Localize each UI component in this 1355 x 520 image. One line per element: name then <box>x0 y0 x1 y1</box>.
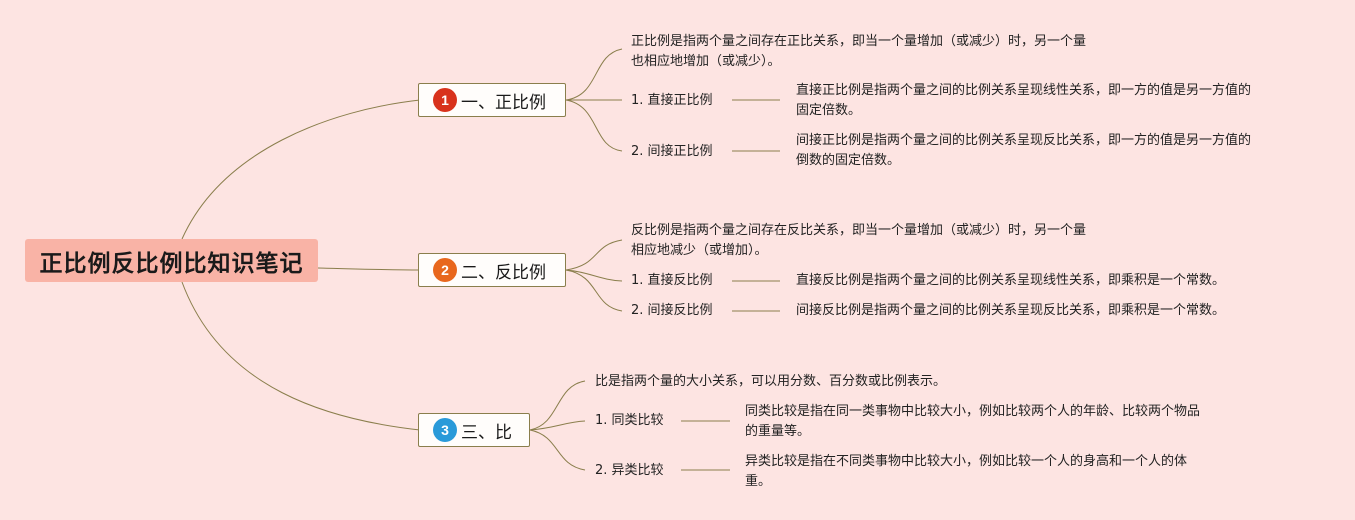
branch-1-item-2-description: 间接正比例是指两个量之间的比例关系呈现反比关系，即一方的值是另一方值的 倒数的固… <box>796 131 1251 171</box>
branch-2[interactable]: 2 二、反比例 <box>418 253 566 287</box>
description-line: 的重量等。 <box>745 424 811 439</box>
description-line: 重。 <box>745 474 772 489</box>
branch-1[interactable]: 1 一、正比例 <box>418 83 566 117</box>
description-line: 间接反比例是指两个量之间的比例关系呈现反比关系，即乘积是一个常数。 <box>796 303 1226 318</box>
number-2-badge: 2 <box>433 258 457 282</box>
branch-2-item-2-description: 间接反比例是指两个量之间的比例关系呈现反比关系，即乘积是一个常数。 <box>796 301 1225 321</box>
branch-1-title: 一、正比例 <box>461 92 546 113</box>
definition-line: 相应地减少（或增加）。 <box>631 243 768 258</box>
branch-3-title: 三、比 <box>461 422 512 443</box>
definition-line: 反比例是指两个量之间存在反比关系，即当一个量增加（或减少）时，另一个量 <box>631 223 1087 238</box>
description-line: 直接正比例是指两个量之间的比例关系呈现线性关系，即一方的值是另一方值的 <box>796 83 1252 98</box>
description-line: 同类比较是指在同一类事物中比较大小，例如比较两个人的年龄、比较两个物品 <box>745 404 1201 419</box>
branch-2-title: 二、反比例 <box>461 262 546 283</box>
number-3-badge: 3 <box>433 418 457 442</box>
definition-line: 正比例是指两个量之间存在正比关系，即当一个量增加（或减少）时，另一个量 <box>631 34 1087 49</box>
branch-3-item-1-description: 同类比较是指在同一类事物中比较大小，例如比较两个人的年龄、比较两个物品 的重量等… <box>745 402 1200 442</box>
definition-line: 也相应地增加（或减少）。 <box>631 54 781 69</box>
root-topic[interactable]: 正比例反比例比知识笔记 <box>25 239 318 282</box>
branch-2-item-1-label[interactable]: 1. 直接反比例 <box>631 273 713 288</box>
description-line: 异类比较是指在不同类事物中比较大小，例如比较一个人的身高和一个人的体 <box>745 454 1188 469</box>
description-line: 固定倍数。 <box>796 103 862 118</box>
branch-3-definition: 比是指两个量的大小关系，可以用分数、百分数或比例表示。 <box>595 372 946 392</box>
branch-3-item-1-label[interactable]: 1. 同类比较 <box>595 413 664 428</box>
branch-3[interactable]: 3 三、比 <box>418 413 530 447</box>
branch-3-item-2-label[interactable]: 2. 异类比较 <box>595 463 664 478</box>
description-line: 间接正比例是指两个量之间的比例关系呈现反比关系，即一方的值是另一方值的 <box>796 133 1252 148</box>
description-line: 直接反比例是指两个量之间的比例关系呈现线性关系，即乘积是一个常数。 <box>796 273 1226 288</box>
branch-1-item-1-label[interactable]: 1. 直接正比例 <box>631 93 713 108</box>
branch-2-item-1-description: 直接反比例是指两个量之间的比例关系呈现线性关系，即乘积是一个常数。 <box>796 271 1225 291</box>
branch-1-item-2-label[interactable]: 2. 间接正比例 <box>631 144 713 159</box>
branch-1-definition: 正比例是指两个量之间存在正比关系，即当一个量增加（或减少）时，另一个量 也相应地… <box>631 32 1086 72</box>
description-line: 倒数的固定倍数。 <box>796 153 901 168</box>
branch-3-item-2-description: 异类比较是指在不同类事物中比较大小，例如比较一个人的身高和一个人的体 重。 <box>745 452 1187 492</box>
number-1-badge: 1 <box>433 88 457 112</box>
definition-line: 比是指两个量的大小关系，可以用分数、百分数或比例表示。 <box>595 374 947 389</box>
branch-2-item-2-label[interactable]: 2. 间接反比例 <box>631 303 713 318</box>
branch-2-definition: 反比例是指两个量之间存在反比关系，即当一个量增加（或减少）时，另一个量 相应地减… <box>631 221 1086 261</box>
branch-1-item-1-description: 直接正比例是指两个量之间的比例关系呈现线性关系，即一方的值是另一方值的 固定倍数… <box>796 81 1251 121</box>
